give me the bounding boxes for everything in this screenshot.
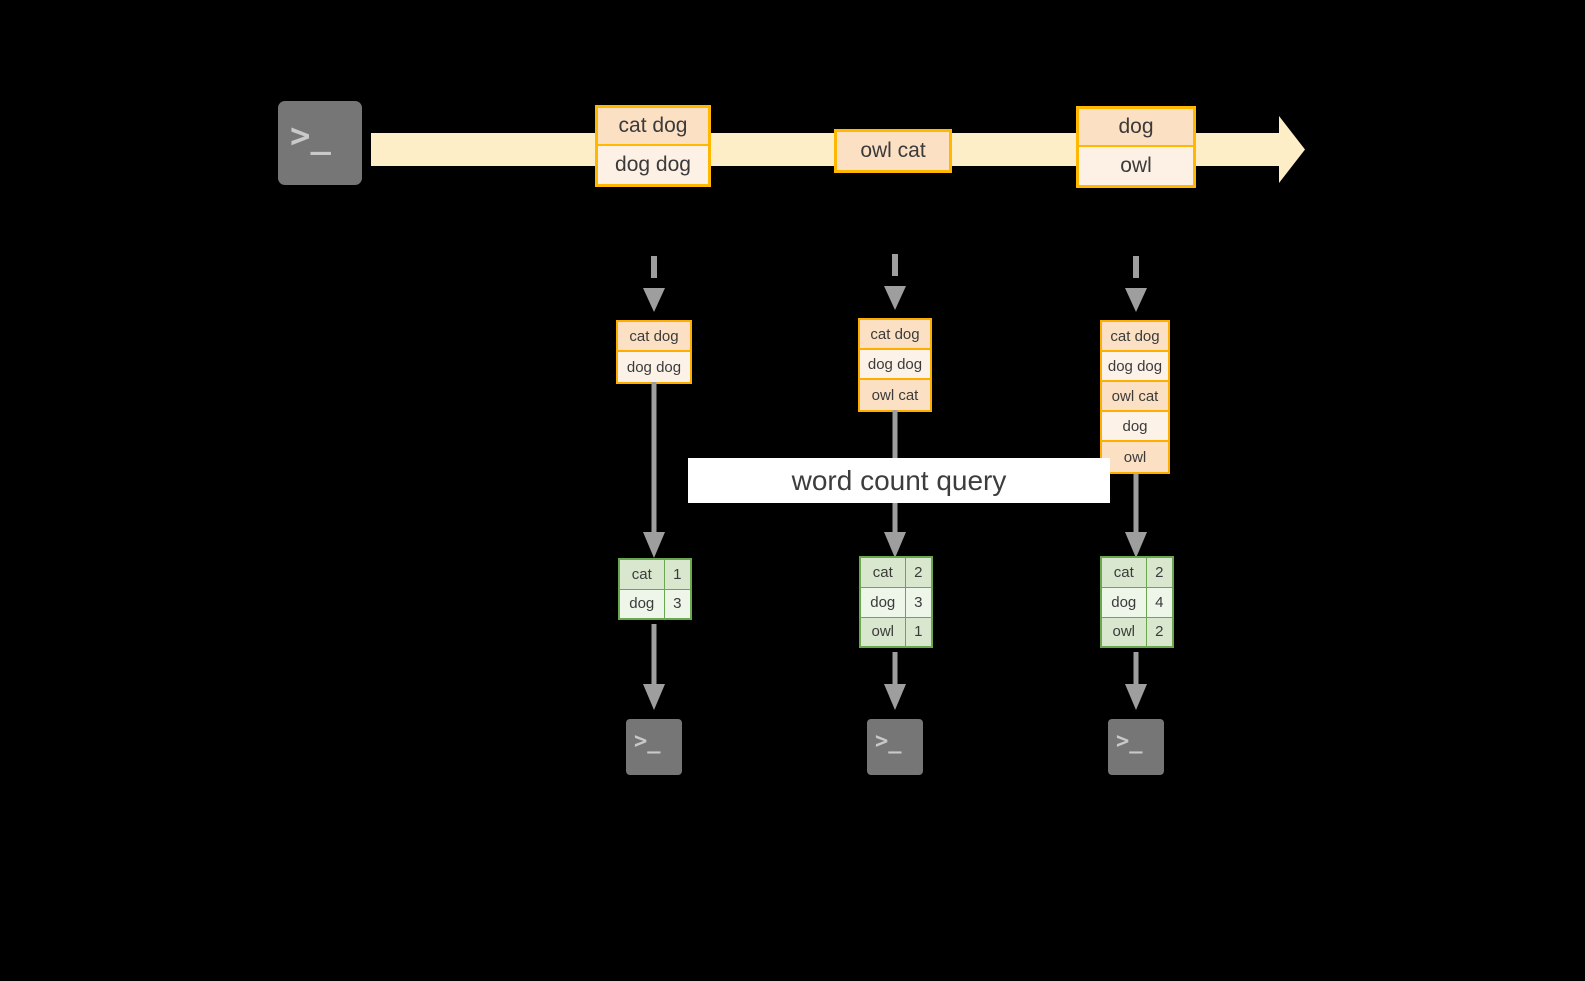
result-table-2[interactable]: cat 2 dog 3 owl 1 (859, 556, 933, 648)
query-label: word count query (688, 458, 1110, 503)
sink-arrow-icon-1 (642, 624, 666, 710)
log-row: dog dog (1102, 352, 1168, 382)
result-table-3[interactable]: cat 2 dog 4 owl 2 (1100, 556, 1174, 648)
result-word: dog (1100, 586, 1147, 618)
log-row: cat dog (860, 320, 930, 350)
stream-event-row: dog (1079, 109, 1193, 147)
sink-terminal-icon-3[interactable]: >_ (1102, 713, 1170, 781)
result-table-1[interactable]: cat 1 dog 3 (618, 558, 692, 620)
dashed-down-arrow-icon-1 (642, 256, 666, 312)
stream-log-table-2[interactable]: cat dog dog dog owl cat (858, 318, 932, 412)
sink-terminal-icon-2[interactable]: >_ (861, 713, 929, 781)
terminal-prompt-glyph: >_ (634, 729, 661, 754)
stream-event-box-3[interactable]: dog owl (1076, 106, 1196, 188)
result-count: 2 (1145, 556, 1174, 588)
result-count: 2 (1145, 616, 1174, 648)
stream-event-row: owl (1079, 147, 1193, 185)
source-terminal-icon[interactable]: >_ (271, 94, 369, 192)
terminal-prompt-glyph: >_ (875, 729, 902, 754)
query-arrow-icon-1 (642, 382, 666, 558)
sink-terminal-icon-1[interactable]: >_ (620, 713, 688, 781)
stream-log-table-1[interactable]: cat dog dog dog (616, 320, 692, 384)
sink-arrow-icon-3 (1124, 652, 1148, 710)
stream-log-table-3[interactable]: cat dog dog dog owl cat dog owl (1100, 320, 1170, 474)
stream-event-row: owl cat (837, 132, 949, 170)
result-count: 2 (904, 556, 933, 588)
stream-event-row: cat dog (598, 108, 708, 146)
result-count: 4 (1145, 586, 1174, 618)
result-count: 1 (904, 616, 933, 648)
log-row: dog (1102, 412, 1168, 442)
query-label-text: word count query (791, 464, 1007, 496)
result-word: cat (1100, 556, 1147, 588)
result-row: dog 3 (859, 586, 933, 618)
stream-arrow-right-icon (1253, 116, 1305, 183)
log-row: dog dog (860, 350, 930, 380)
result-row: dog 4 (1100, 586, 1174, 618)
query-arrow-icon-3 (1124, 474, 1148, 558)
result-count: 3 (663, 588, 692, 620)
stream-event-row: dog dog (598, 146, 708, 184)
log-row: owl cat (1102, 382, 1168, 412)
stream-event-box-2[interactable]: owl cat (834, 129, 952, 173)
result-row: cat 2 (859, 556, 933, 588)
log-row: dog dog (618, 352, 690, 382)
result-word: dog (618, 588, 665, 620)
result-count: 1 (663, 558, 692, 590)
log-row: cat dog (618, 322, 690, 352)
result-row: dog 3 (618, 588, 692, 620)
sink-arrow-icon-2 (883, 652, 907, 710)
terminal-prompt-glyph: >_ (1116, 729, 1143, 754)
result-word: owl (1100, 616, 1147, 648)
result-word: dog (859, 586, 906, 618)
log-row: owl cat (860, 380, 930, 410)
dashed-down-arrow-icon-3 (1124, 256, 1148, 312)
terminal-prompt-glyph: >_ (290, 116, 331, 156)
result-row: owl 1 (859, 616, 933, 648)
dashed-down-arrow-icon-2 (883, 254, 907, 310)
log-row: owl (1102, 442, 1168, 472)
result-word: owl (859, 616, 906, 648)
stream-event-box-1[interactable]: cat dog dog dog (595, 105, 711, 187)
result-word: cat (618, 558, 665, 590)
result-row: cat 2 (1100, 556, 1174, 588)
result-count: 3 (904, 586, 933, 618)
result-word: cat (859, 556, 906, 588)
log-row: cat dog (1102, 322, 1168, 352)
result-row: owl 2 (1100, 616, 1174, 648)
result-row: cat 1 (618, 558, 692, 590)
